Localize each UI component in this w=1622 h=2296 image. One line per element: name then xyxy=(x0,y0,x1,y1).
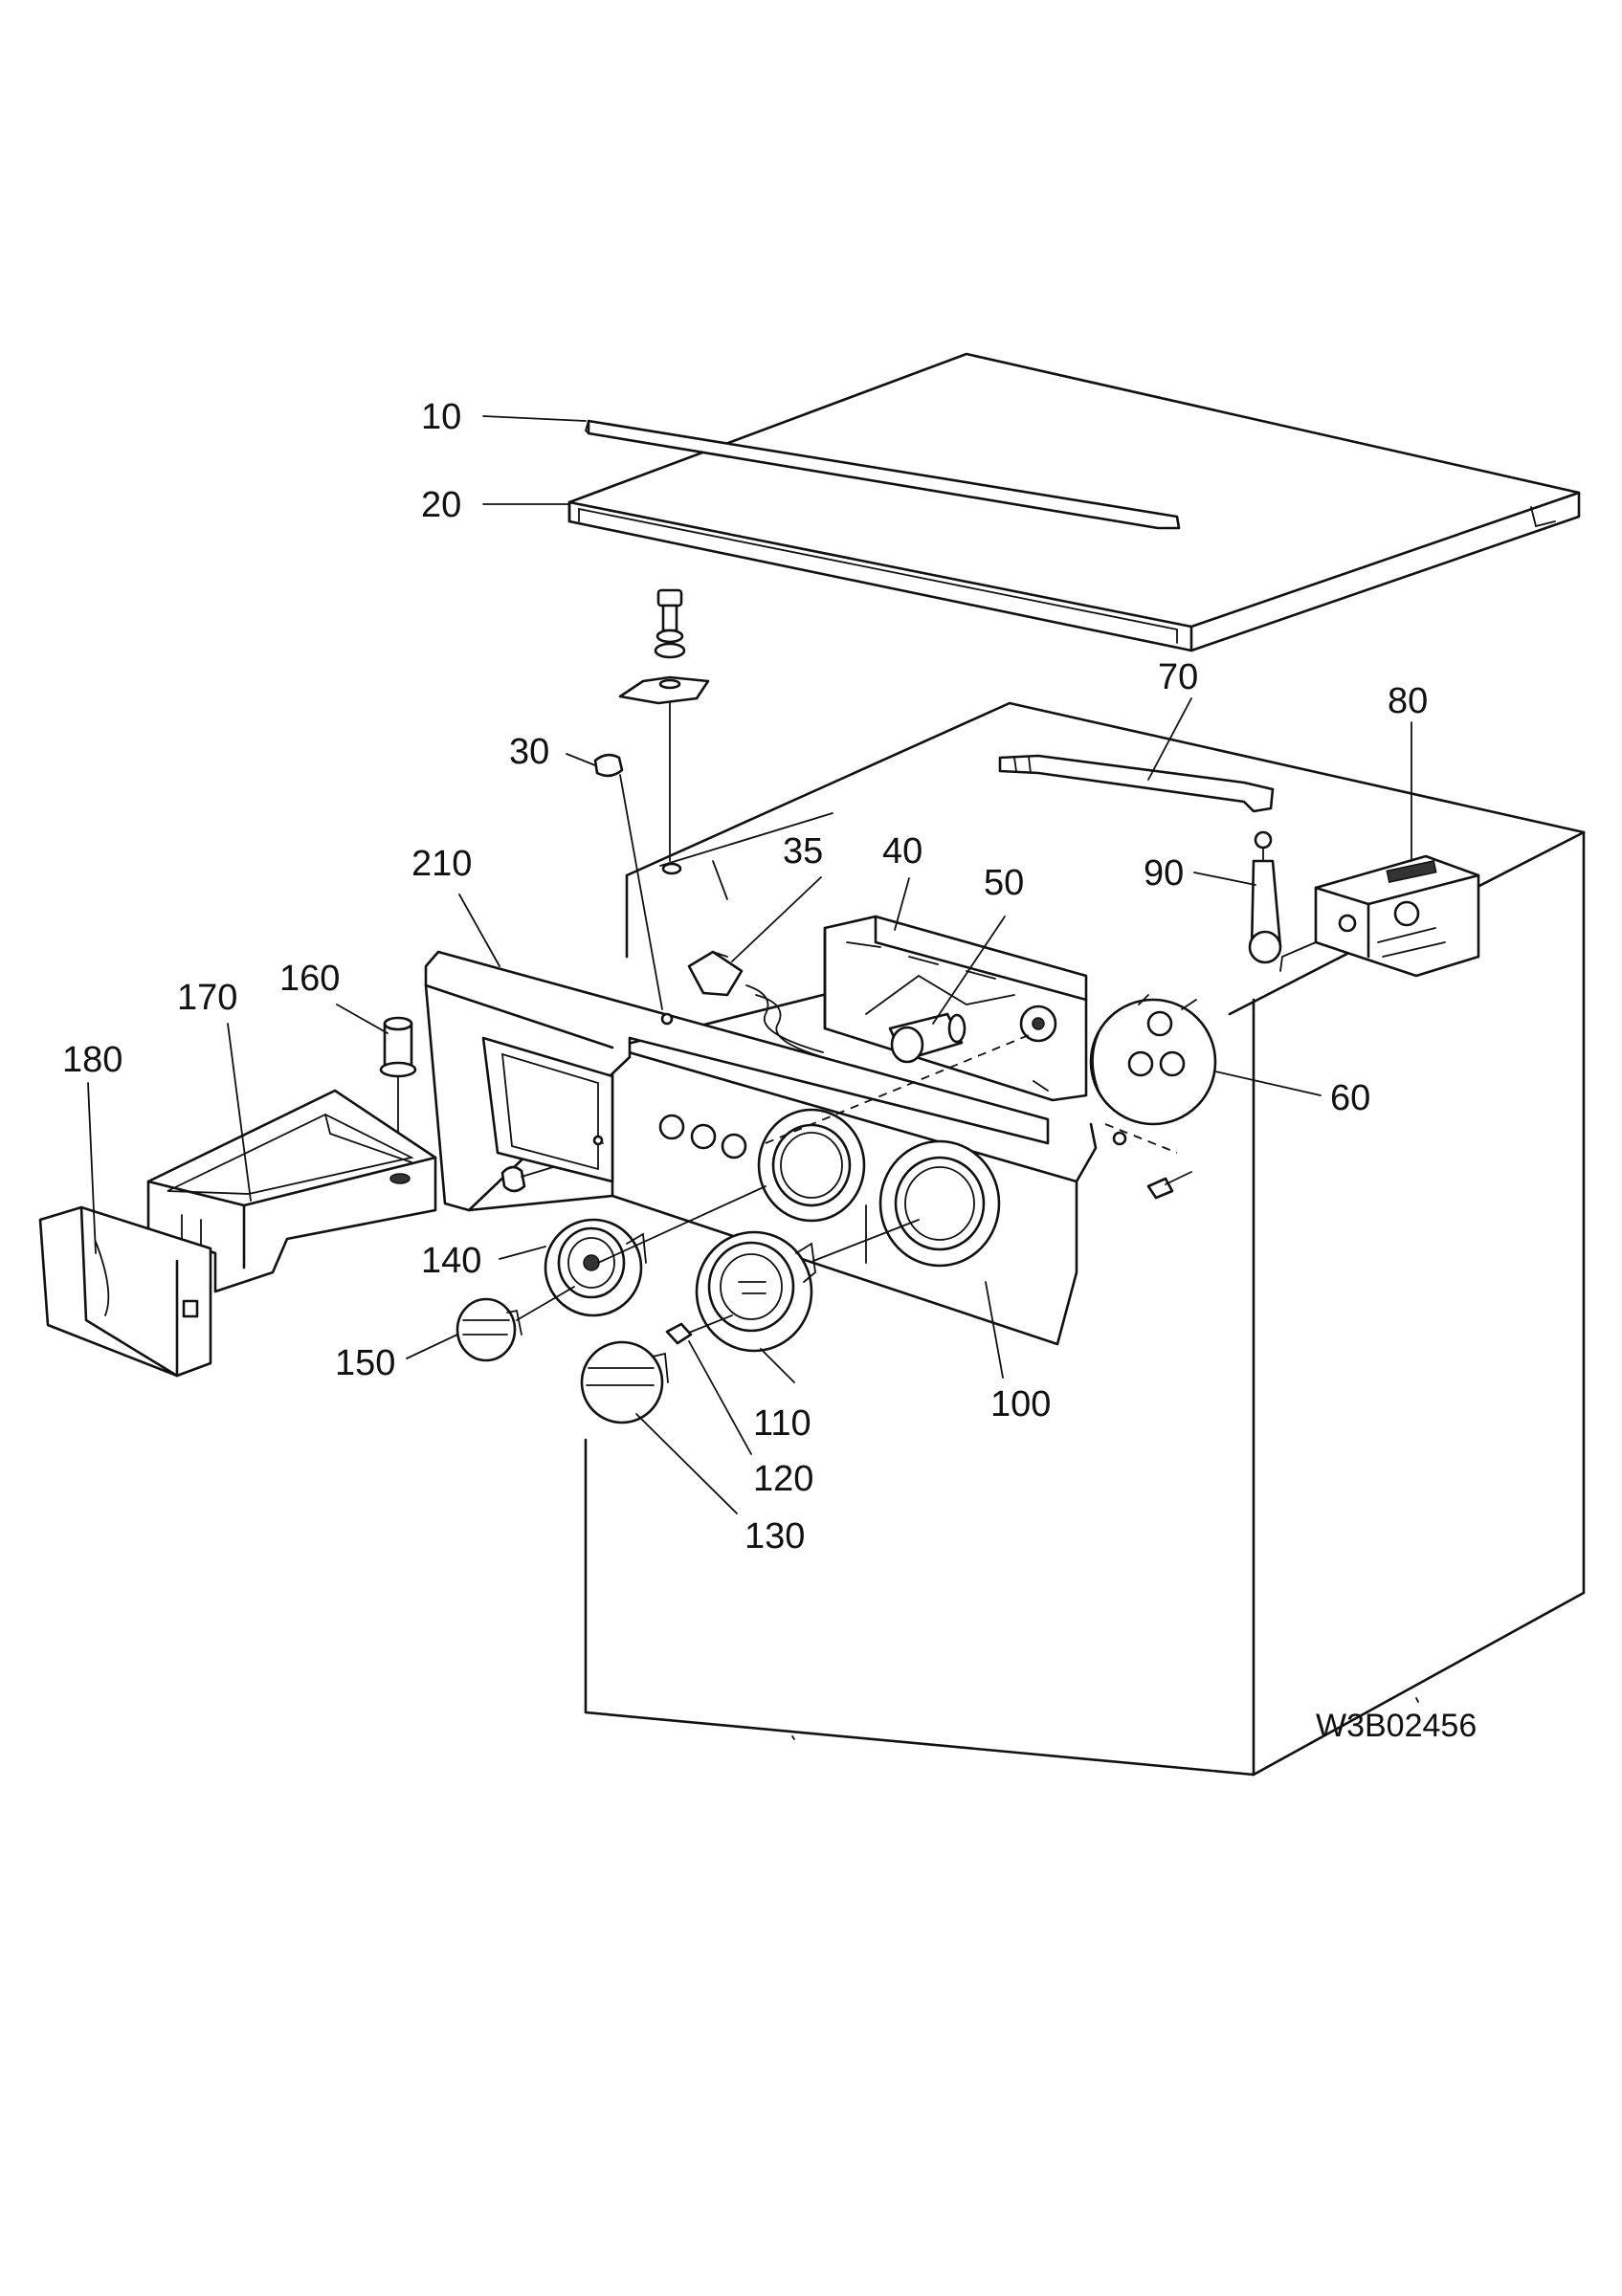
label-120: 120 xyxy=(753,1459,813,1499)
part-90-lever xyxy=(1248,830,1282,964)
part-40-bracket xyxy=(823,915,1088,1102)
screw-left xyxy=(500,1165,554,1193)
label-100: 100 xyxy=(990,1384,1051,1424)
part-30-plug xyxy=(593,753,663,1010)
label-180: 180 xyxy=(62,1040,122,1080)
screw-right xyxy=(1146,1171,1192,1200)
part-labels: 10 20 30 35 40 50 60 70 80 90 100 110 12… xyxy=(62,397,1477,1744)
part-70-rod xyxy=(998,754,1275,813)
screw-and-bracket xyxy=(618,588,710,875)
label-130: 130 xyxy=(744,1516,805,1556)
part-60-switch xyxy=(1089,994,1217,1126)
label-80: 80 xyxy=(1388,681,1428,721)
part-120-nut xyxy=(665,1314,733,1345)
cabinet-body xyxy=(584,701,1586,1777)
label-40: 40 xyxy=(882,831,922,872)
part-10-top-strip xyxy=(584,419,1181,530)
label-210: 210 xyxy=(411,844,472,884)
part-210-upper-panel xyxy=(424,950,1050,1212)
part-150-knob xyxy=(455,1286,575,1362)
part-100-control-panel xyxy=(611,993,1127,1346)
label-30: 30 xyxy=(509,732,549,772)
label-70: 70 xyxy=(1158,657,1198,697)
part-80-box xyxy=(1279,854,1480,978)
label-140: 140 xyxy=(421,1241,481,1281)
part-170-tray xyxy=(146,1089,437,1293)
part-130-knob xyxy=(580,1340,669,1424)
label-110: 110 xyxy=(753,1403,811,1444)
label-50: 50 xyxy=(984,863,1024,903)
part-50-lamp xyxy=(888,1012,967,1064)
label-160: 160 xyxy=(279,959,340,999)
label-90: 90 xyxy=(1144,853,1184,894)
label-10: 10 xyxy=(421,397,461,437)
drawing-code: W3B02456 xyxy=(1316,1708,1477,1744)
part-140-knob-base xyxy=(544,1185,767,1317)
label-60: 60 xyxy=(1330,1078,1370,1118)
label-150: 150 xyxy=(335,1343,395,1383)
label-35: 35 xyxy=(783,831,823,872)
part-180-drawer-front xyxy=(38,1205,212,1378)
label-170: 170 xyxy=(177,978,237,1018)
label-20: 20 xyxy=(421,485,461,525)
part-35-clip xyxy=(687,950,833,1061)
leader-lines xyxy=(87,415,1412,1514)
part-110-knob-base xyxy=(695,1219,920,1353)
